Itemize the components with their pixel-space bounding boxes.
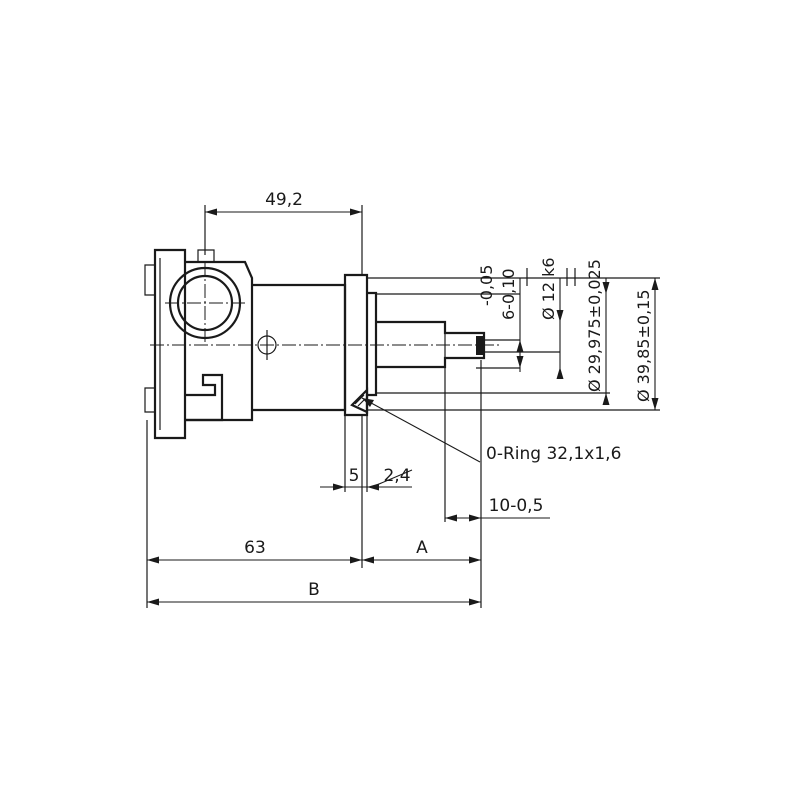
dim-a-label: A bbox=[416, 538, 428, 558]
dimension-lines bbox=[147, 208, 659, 606]
spigot-dia-label: Ø 29,975±0,025 bbox=[585, 259, 604, 392]
dimension-labels: 49,2 63 A B 5 2,4 10-0,5 0-Ring 32,1x1,6… bbox=[244, 190, 653, 600]
dim-b-label: B bbox=[308, 580, 320, 600]
flange-dia-label: Ø 39,85±0,15 bbox=[634, 289, 653, 402]
dim-10-label: 10-0,5 bbox=[489, 496, 544, 516]
tol-upper-label: -0,05 bbox=[477, 265, 496, 306]
center-lines bbox=[150, 262, 500, 346]
dim-49-2-label: 49,2 bbox=[265, 190, 303, 210]
tol-lower-label: 6-0,10 bbox=[499, 268, 518, 320]
shaft-dia-label: Ø 12 k6 bbox=[539, 257, 558, 320]
dim-63-label: 63 bbox=[244, 538, 266, 558]
extension-lines bbox=[146, 205, 660, 608]
dim-5-label: 5 bbox=[349, 466, 360, 486]
dim-2-4-label: 2,4 bbox=[383, 466, 410, 486]
oring-callout: 0-Ring 32,1x1,6 bbox=[486, 444, 621, 464]
